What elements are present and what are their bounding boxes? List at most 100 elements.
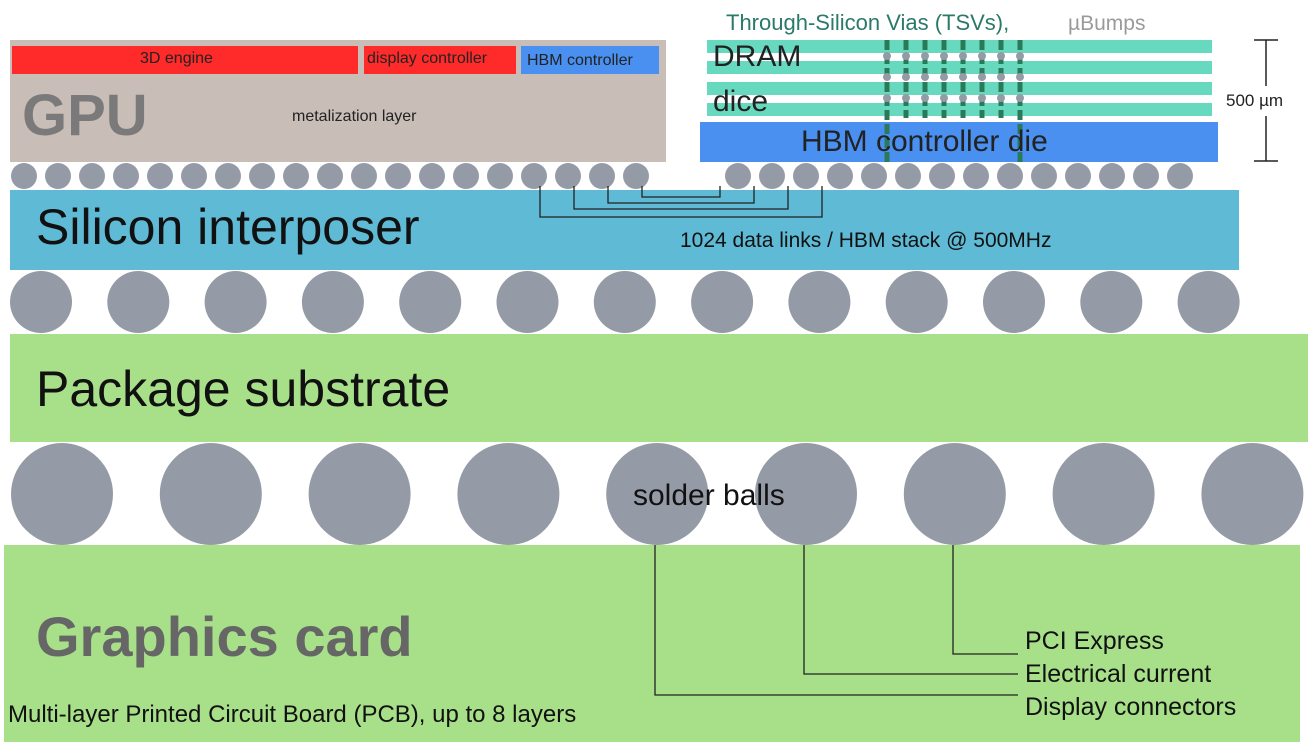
tsv-ubump [883, 52, 891, 60]
gpu-label: GPU [22, 83, 148, 148]
microbump [759, 163, 785, 189]
tsv-ubump [959, 52, 967, 60]
c4-bump [1080, 271, 1143, 333]
interposer-link [641, 186, 721, 198]
solder-ball [1052, 443, 1155, 545]
tsv-ubump [940, 52, 948, 60]
hbm-controller-die [700, 122, 1218, 162]
connection-leader [952, 545, 1018, 655]
solder-ball [755, 443, 857, 545]
solder-ball [159, 443, 262, 545]
tsv-ubump [921, 73, 929, 81]
microbump [521, 163, 547, 189]
microbump [589, 163, 615, 189]
microbump [929, 163, 955, 189]
pcb-label: Multi-layer Printed Circuit Board (PCB),… [8, 701, 577, 728]
tsv-ubump [997, 94, 1005, 102]
c4-bump [593, 271, 656, 333]
tsv-ubump [997, 52, 1005, 60]
pci-express-label: PCI Express [1025, 627, 1164, 655]
microbump [1133, 163, 1159, 189]
tsv-ubump [1016, 94, 1024, 102]
dram-die-3 [707, 82, 1212, 95]
display-controller-label: display controller [367, 50, 488, 67]
microbump [317, 163, 343, 189]
tsv-ubump [959, 73, 967, 81]
microbump [1031, 163, 1057, 189]
microbump [181, 163, 207, 189]
solder-ball [903, 443, 1006, 545]
hbm-controller-block [521, 46, 659, 74]
microbump [249, 163, 275, 189]
tsv-ubump [921, 94, 929, 102]
interposer-label: Silicon interposer [36, 199, 420, 255]
solder-ball [11, 443, 113, 545]
c4-bump [301, 271, 364, 333]
c4-bump [496, 271, 559, 333]
dram-die-2 [707, 61, 1212, 74]
tsv-ubump [1016, 52, 1024, 60]
tsv-ubump [978, 73, 986, 81]
tsv-ubump [978, 52, 986, 60]
c4-bump [691, 271, 754, 333]
package-substrate [10, 334, 1308, 442]
dice-label: dice [713, 85, 769, 118]
microbump [555, 163, 581, 189]
microbump [827, 163, 853, 189]
microbump [487, 163, 513, 189]
c4-bump [1177, 271, 1240, 333]
solder-balls-label: solder balls [633, 479, 785, 512]
tsv-ubump [902, 73, 910, 81]
dram-label: DRAM [713, 40, 802, 73]
graphics-card-label: Graphics card [36, 605, 413, 668]
tsv-ubump [940, 73, 948, 81]
microbump [385, 163, 411, 189]
microbump [419, 163, 445, 189]
c4-bump [885, 271, 948, 333]
microbump [1099, 163, 1125, 189]
display-connectors-label: Display connectors [1025, 693, 1237, 721]
solder-ball [606, 443, 709, 545]
microbump [79, 163, 105, 189]
microbump [895, 163, 921, 189]
3d-engine-label: 3D engine [140, 50, 213, 67]
c4-bump [107, 271, 170, 333]
microbump [623, 163, 649, 189]
electrical-current-label: Electrical current [1025, 660, 1212, 688]
height-label: 500 µm [1226, 91, 1284, 110]
graphics-card-pcb [4, 545, 1300, 742]
interposer-link [607, 186, 755, 204]
microbump [1167, 163, 1193, 189]
dram-die-4 [707, 103, 1212, 116]
c4-bump [10, 271, 72, 333]
metalization-layer-label: metalization layer [292, 108, 417, 125]
microbump [793, 163, 819, 189]
interposer-link [539, 186, 823, 218]
solder-ball [1201, 443, 1304, 545]
tsv-ubump [902, 52, 910, 60]
solder-ball [308, 443, 411, 545]
tsv-ubump [997, 73, 1005, 81]
microbump [11, 163, 37, 189]
microbump [215, 163, 241, 189]
microbump [351, 163, 377, 189]
microbump [725, 163, 751, 189]
microbump [283, 163, 309, 189]
tsv-ubump [1016, 73, 1024, 81]
tsv-ubump [883, 94, 891, 102]
ubumps-label: µBumps [1068, 12, 1146, 35]
tsv-ubump [921, 52, 929, 60]
microbump [45, 163, 71, 189]
microbump [861, 163, 887, 189]
microbump [113, 163, 139, 189]
tsv-ubump [883, 73, 891, 81]
microbump [997, 163, 1023, 189]
c4-bump [983, 271, 1045, 333]
hbm-controller-label: HBM controller [527, 52, 633, 69]
microbump [963, 163, 989, 189]
connection-leader [654, 545, 1018, 696]
c4-bump [399, 271, 462, 333]
interposer-link [573, 186, 789, 210]
hbm-controller-die-label: HBM controller die [801, 125, 1048, 158]
